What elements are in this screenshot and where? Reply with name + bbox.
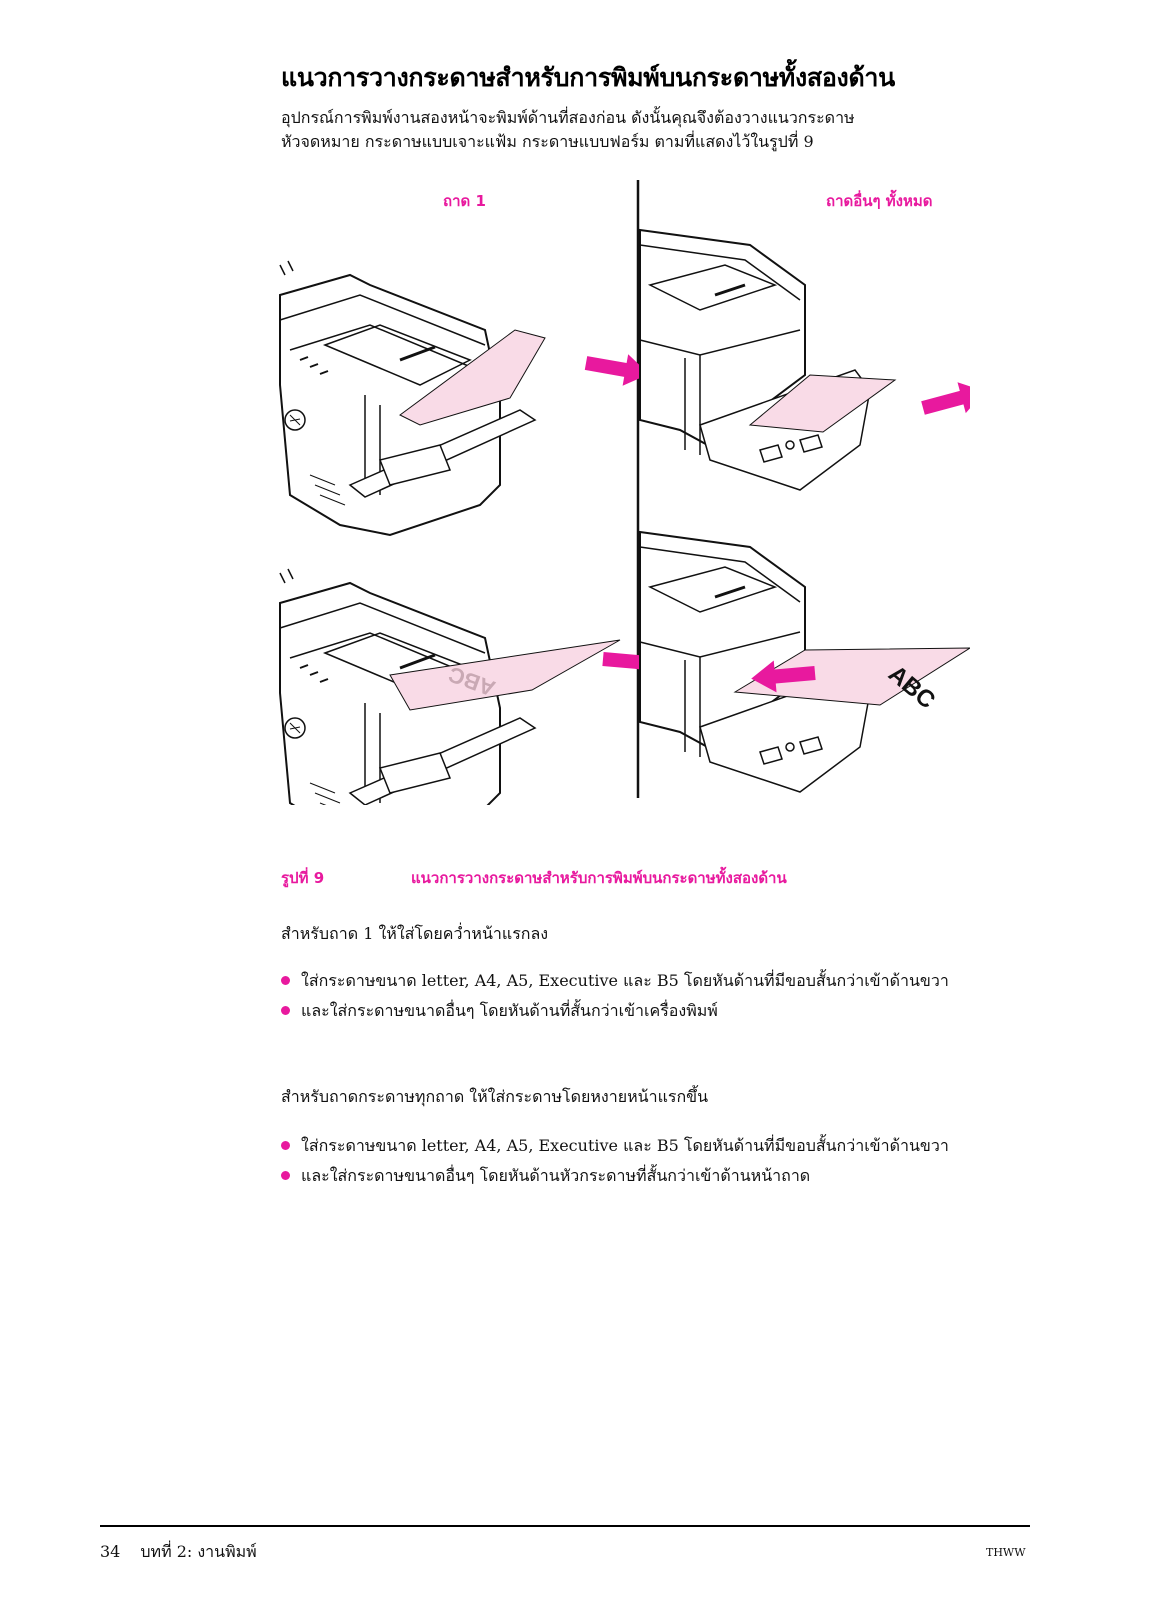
list-item: ใส่กระดาษขนาด letter, A4, A5, Executive … — [281, 970, 949, 1000]
all-trays-bullet-list: ใส่กระดาษขนาด letter, A4, A5, Executive … — [281, 1135, 949, 1195]
other-trays-letterhead-illustration: ABC — [638, 530, 970, 794]
figure-caption: รูปที่ 9 แนวการวางกระดาษสำหรับการพิมพ์บน… — [281, 866, 787, 890]
tray-1-letterhead-illustration: ABC — [278, 567, 669, 805]
tray-1-face-down-illustration — [278, 259, 652, 537]
bullet-icon — [281, 1006, 290, 1015]
list-item: ใส่กระดาษขนาด letter, A4, A5, Executive … — [281, 1135, 949, 1165]
figure-caption-title: แนวการวางกระดาษสำหรับการพิมพ์บนกระดาษทั้… — [411, 869, 787, 887]
bullet-icon — [281, 1171, 290, 1180]
intro-paragraph: อุปกรณ์การพิมพ์งานสองหน้าจะพิมพ์ด้านที่ส… — [281, 106, 1001, 154]
page-title: แนวการวางกระดาษสำหรับการพิมพ์บนกระดาษทั้… — [281, 63, 895, 92]
page-number: 34 — [100, 1542, 121, 1561]
other-trays-label: ถาดอื่นๆ ทั้งหมด — [826, 192, 933, 210]
list-item: และใส่กระดาษขนาดอื่นๆ โดยหันด้านที่สั้นก… — [281, 1000, 949, 1030]
other-trays-face-up-illustration — [638, 228, 970, 492]
footer-left: 34 บทที่ 2: งานพิมพ์ — [100, 1540, 257, 1565]
tray-1-label: ถาด 1 — [443, 192, 486, 210]
list-item: และใส่กระดาษขนาดอื่นๆ โดยหันด้านหัวกระดา… — [281, 1165, 949, 1195]
bullet-icon — [281, 1141, 290, 1150]
paper-orientation-figure: ABC ABC — [278, 180, 970, 805]
tray-1-heading: สำหรับถาด 1 ให้ใส่โดยคว่ำหน้าแรกลง — [281, 924, 549, 943]
footer-code: THWW — [986, 1546, 1026, 1559]
footer-rule — [100, 1525, 1030, 1527]
chapter-title: บทที่ 2: งานพิมพ์ — [140, 1542, 257, 1561]
tray-1-bullet-list: ใส่กระดาษขนาด letter, A4, A5, Executive … — [281, 970, 949, 1030]
bullet-icon — [281, 976, 290, 985]
all-trays-heading: สำหรับถาดกระดาษทุกถาด ให้ใส่กระดาษโดยหงา… — [281, 1087, 709, 1106]
intro-line-2: หัวจดหมาย กระดาษแบบเจาะแฟ้ม กระดาษแบบฟอร… — [281, 132, 814, 151]
intro-line-1: อุปกรณ์การพิมพ์งานสองหน้าจะพิมพ์ด้านที่ส… — [281, 108, 855, 127]
figure-number: รูปที่ 9 — [281, 869, 325, 887]
